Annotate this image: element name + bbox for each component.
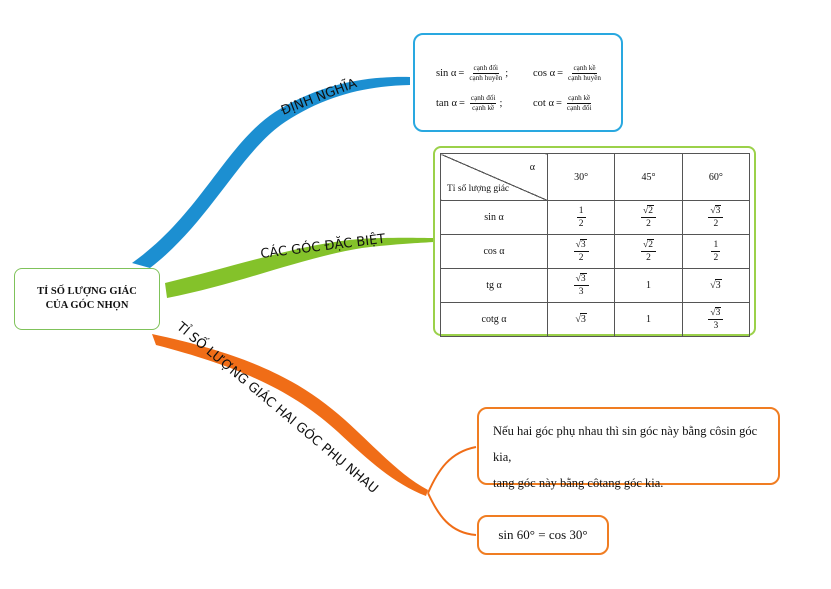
ratio-value-cell: √3 [546,302,616,337]
special-angles-branch [165,237,434,298]
statement-line-1: Nếu hai góc phụ nhau thì sin góc này bằn… [493,424,758,464]
angle-header: 60° [681,153,751,201]
function-name-cell: sin α [440,200,548,235]
ratio-value-cell: 1 [614,268,683,303]
complementary-branch-label: TỈ SỐ LƯỢNG GIÁC HAI GÓC PHỤ NHAU [173,317,382,496]
table-corner-cell: α Tỉ số lượng giác [440,153,548,201]
root-title: TỈ SỐ LƯỢNG GIÁC CỦA GÓC NHỌN [37,286,137,311]
function-name-cell: cos α [440,234,548,269]
definition-branch [132,76,410,269]
angle-header: 30° [546,153,616,201]
complementary-example-node[interactable]: sin 60° = cos 30° [477,515,609,555]
statement-line-2: tang góc này bằng côtang góc kia. [493,476,664,490]
angle-header: 45° [614,153,683,201]
example-formula: sin 60° = cos 30° [498,527,588,542]
ratio-value-cell: √3 [681,268,751,303]
function-name-cell: tg α [440,268,548,303]
ratio-value-cell: 1 [614,302,683,337]
complementary-branch-split [427,446,477,536]
table-header-row: α Tỉ số lượng giác 30° 45° 60° [440,153,751,201]
definition-branch-label: ĐỊNH NGHĨA [279,75,359,119]
function-name-cell: cotg α [440,302,548,337]
complementary-branch [152,334,428,496]
complementary-statement-node[interactable]: Nếu hai góc phụ nhau thì sin góc này bằn… [477,407,780,490]
special-angles-branch-label: CÁC GÓC ĐẶC BIỆT [260,231,387,262]
root-node[interactable]: TỈ SỐ LƯỢNG GIÁC CỦA GÓC NHỌN [14,268,160,330]
